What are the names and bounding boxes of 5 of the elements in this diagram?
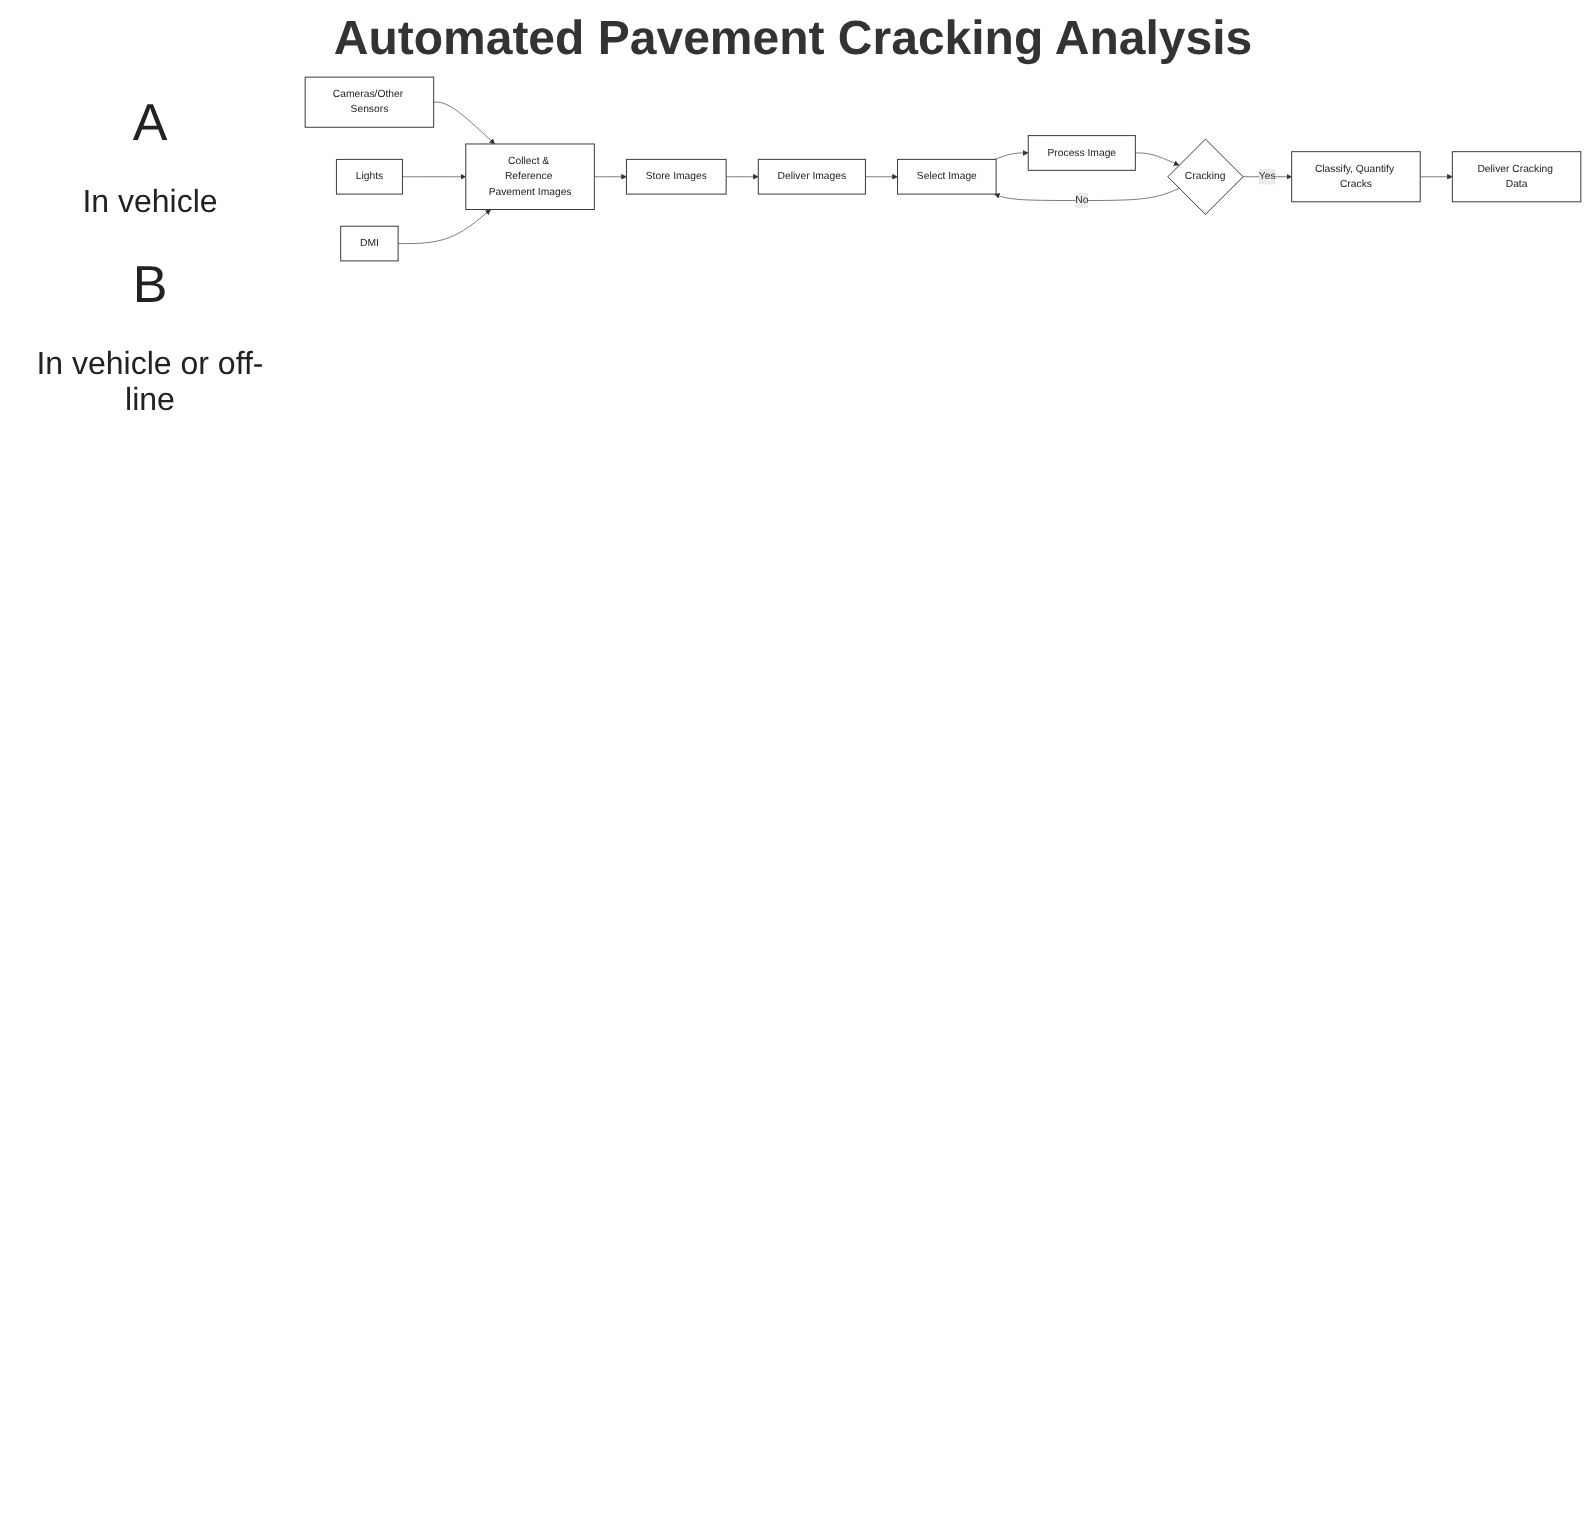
diagram-title: Automated Pavement Cracking Analysis [331,12,1255,68]
zone-label: In vehicle or off-line [34,348,266,420]
zone-letter: B [130,254,170,316]
zone-letter: A [130,92,170,154]
zone-label: In vehicle [80,186,220,222]
